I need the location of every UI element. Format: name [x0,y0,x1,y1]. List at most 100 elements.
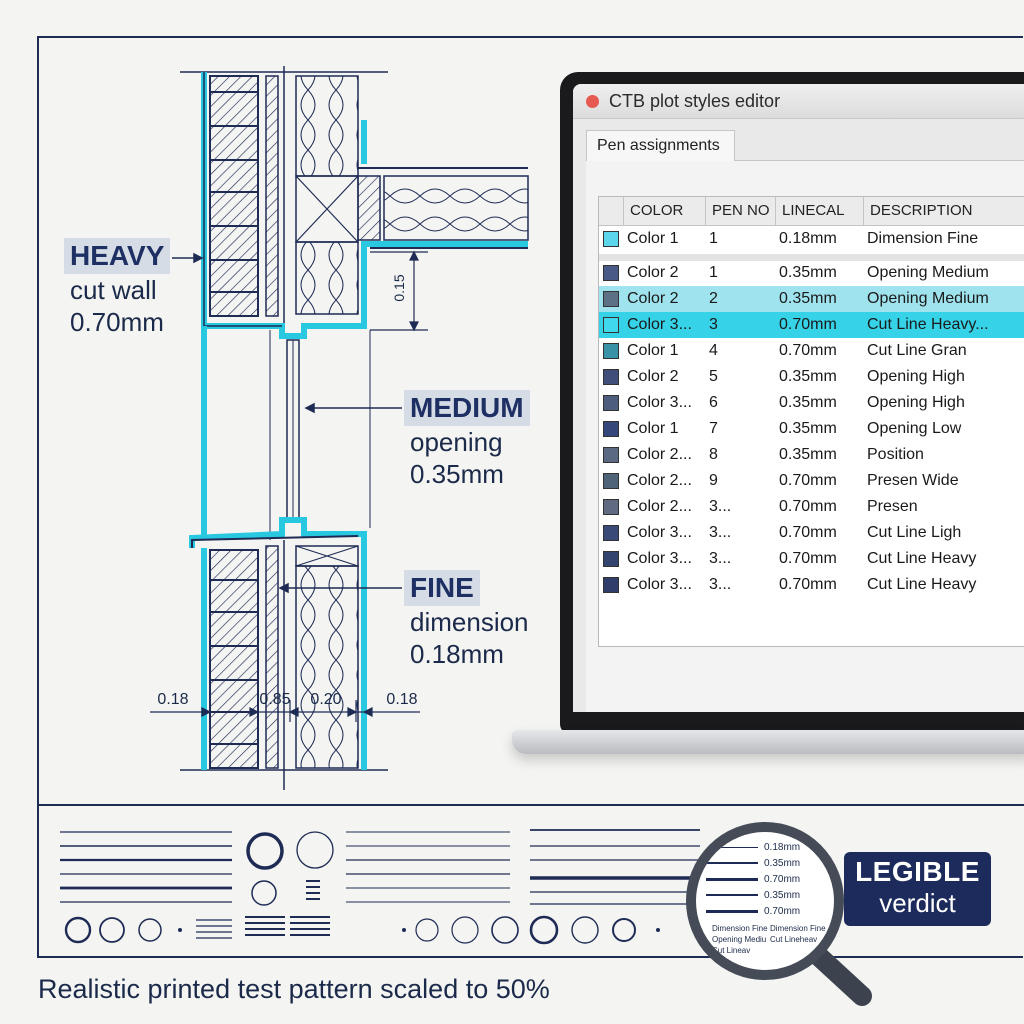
color-swatch[interactable] [603,231,619,247]
color-swatch[interactable] [603,499,619,515]
color-swatch[interactable] [603,551,619,567]
window-titlebar[interactable]: CTB plot styles editor [573,84,1024,119]
column-header-description[interactable]: DESCRIPTION [863,197,1024,225]
magnifier-weight-line [706,862,758,864]
row-pen-number: 5 [709,368,718,385]
column-header-linecal[interactable]: LINECAL [775,197,863,225]
row-description: Dimension Fine [867,230,979,247]
heavy-lineweight: 0.70mm [70,307,164,337]
column-header-pen-no[interactable]: PEN NO [705,197,775,225]
row-color-name: Color 2... [627,472,692,489]
row-lineweight: 0.35mm [779,446,837,463]
row-color-name: Color 3... [627,550,692,567]
upper-insulation [295,75,359,177]
row-description: Cut Line Heavy [867,550,977,567]
row-color-name: Color 1 [627,342,679,359]
laptop-base [512,730,1024,754]
row-pen-number: 9 [709,472,718,489]
row-description: Opening Medium [867,290,989,307]
color-swatch[interactable] [603,447,619,463]
vertical-dimension [370,250,428,332]
row-color-name: Color 2... [627,498,692,515]
row-description: Cut Line Heavy... [867,316,989,333]
row-lineweight: 0.70mm [779,316,837,333]
row-color-name: Color 1 [627,420,679,437]
row-lineweight: 0.35mm [779,394,837,411]
pen-assignment-table: COLOR PEN NO LINECAL DESCRIPTION Color 1… [598,196,1024,647]
row-description: Cut Line Ligh [867,524,962,541]
fine-tag: FINE [404,570,480,606]
magnifier-weight-row: 0.18mm [706,840,826,855]
ctb-editor-window: CTB plot styles editor Pen assignments C… [573,84,1024,712]
table-header: COLOR PEN NO LINECAL DESCRIPTION [599,197,1024,226]
row-description: Opening Low [867,420,962,437]
color-swatch[interactable] [603,369,619,385]
window-title: CTB plot styles editor [609,90,781,111]
color-swatch[interactable] [603,473,619,489]
row-pen-number: 3 [709,316,718,333]
page-caption: Realistic printed test pattern scaled to… [38,974,550,1004]
row-lineweight: 0.70mm [779,342,837,359]
magnifier-weight-label: 0.35mm [764,890,801,901]
bottom-dimension-chain [150,700,420,722]
upper-brick-joints [210,91,258,293]
row-color-name: Color 2 [627,290,679,307]
pen-assignments-panel: COLOR PEN NO LINECAL DESCRIPTION Color 1… [586,161,1024,712]
lower-sheathing [265,545,279,769]
tab-strip: Pen assignments [586,130,1024,161]
row-description: Cut Line Heavy [867,576,977,593]
lower-insulation [295,565,359,769]
color-swatch[interactable] [603,265,619,281]
magnifier-description-label: Dimension Fine [712,924,768,933]
row-color-name: Color 3... [627,576,692,593]
row-description: Opening Medium [867,264,989,281]
color-swatch[interactable] [603,577,619,593]
medium-description: opening [410,427,503,457]
sheet-divider [37,804,1024,806]
fine-callout: FINE dimension 0.18mm [404,570,529,670]
row-lineweight: 0.35mm [779,420,837,437]
row-description: Presen Wide [867,472,959,489]
verdict-word: verdict [879,888,956,918]
lower-masonry-block [209,549,259,769]
row-description: Presen [867,498,918,515]
magnifier-weight-row: 0.70mm [706,904,826,919]
color-swatch[interactable] [603,291,619,307]
color-swatch[interactable] [603,317,619,333]
fine-lineweight: 0.18mm [410,639,504,669]
lineweight-test-pattern [60,829,700,945]
row-pen-number: 3... [709,524,732,541]
row-pen-number: 4 [709,342,718,359]
row-color-name: Color 2... [627,446,692,463]
vertical-dimension-label: 0.15 [391,274,407,301]
color-swatch[interactable] [603,525,619,541]
color-swatch[interactable] [603,343,619,359]
legible-verdict-badge: LEGIBLE verdict [844,852,991,926]
close-icon[interactable] [586,94,599,108]
magnifier-description-label: Cut Lineheav [770,935,818,944]
magnifier-weight-line [706,878,758,881]
dim-label-1: 0.18 [157,691,188,708]
color-swatch[interactable] [603,421,619,437]
magnifier-weight-label: 0.18mm [764,842,801,853]
color-swatch[interactable] [603,395,619,411]
magnifier-description-label: Dimension Fine [770,924,826,933]
tab-pen-assignments[interactable]: Pen assignments [586,130,735,161]
column-header-color[interactable]: COLOR [623,197,705,225]
